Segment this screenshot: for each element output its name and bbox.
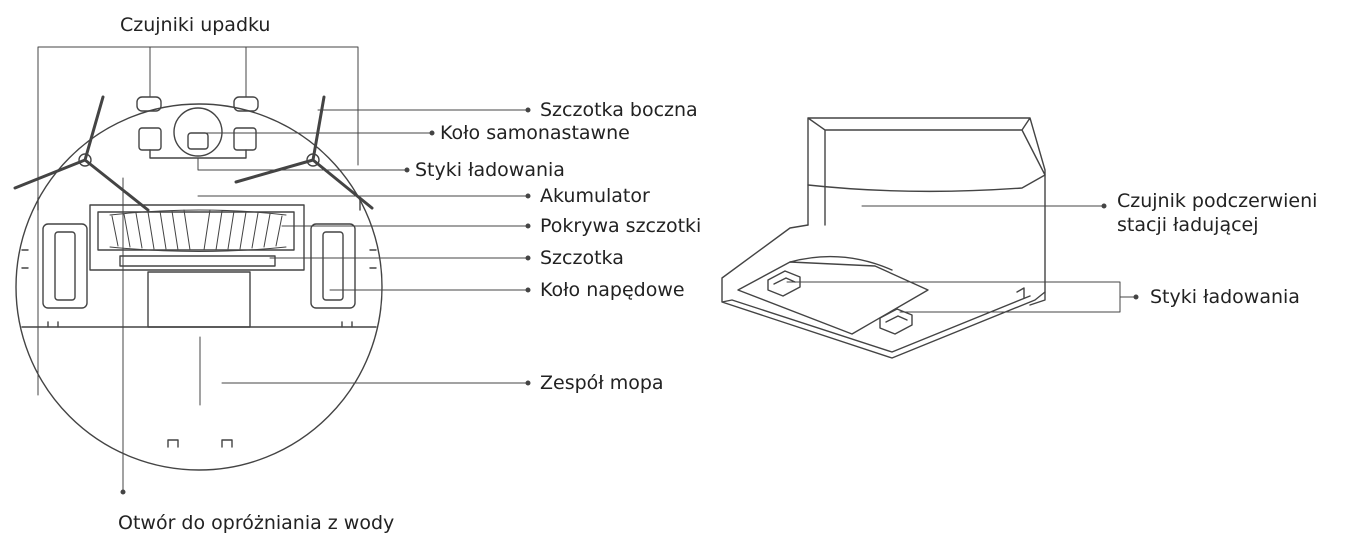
side-brush-left bbox=[13, 95, 150, 212]
label-dock-ir-sensor-line2: stacji ładującej bbox=[1117, 214, 1259, 236]
label-dock-ir-sensor-line1: Czujnik podczerwieni bbox=[1117, 190, 1318, 212]
caster-wheel bbox=[187, 132, 209, 150]
drive-wheel-left bbox=[42, 223, 88, 309]
brush-cover bbox=[89, 204, 305, 271]
label-mop-assembly: Zespół mopa bbox=[540, 372, 664, 394]
side-brush-right bbox=[234, 95, 374, 210]
label-battery: Akumulator bbox=[540, 185, 650, 207]
label-drive-wheel: Koło napędowe bbox=[540, 279, 685, 301]
dock-callouts bbox=[786, 203, 1139, 313]
fall-sensor-right bbox=[233, 96, 259, 112]
charging-contact-right bbox=[233, 127, 257, 151]
main-brush-bristles bbox=[109, 209, 287, 252]
label-caster-wheel: Koło samonastawne bbox=[440, 122, 630, 144]
robot-body-outline bbox=[15, 103, 383, 471]
dock-contact-left bbox=[767, 270, 801, 297]
drive-wheel-right bbox=[310, 223, 356, 309]
charging-dock bbox=[721, 117, 1046, 359]
label-fall-sensors: Czujniki upadku bbox=[120, 14, 271, 36]
label-dock-charging-contacts: Styki ładowania bbox=[1150, 286, 1300, 308]
dock-contact-right bbox=[879, 308, 913, 335]
label-charging-contacts: Styki ładowania bbox=[415, 159, 565, 181]
dock-tower bbox=[807, 117, 1046, 306]
caster-wheel-ring bbox=[173, 107, 223, 157]
charging-contact-left bbox=[138, 127, 162, 151]
robot-bottom-view bbox=[13, 95, 383, 471]
label-side-brush: Szczotka boczna bbox=[540, 99, 698, 121]
robot-callouts bbox=[37, 46, 531, 495]
dock-base bbox=[721, 224, 1046, 359]
label-main-brush: Szczotka bbox=[540, 247, 624, 269]
label-water-drain: Otwór do opróżniania z wody bbox=[118, 512, 395, 534]
label-brush-cover: Pokrywa szczotki bbox=[540, 215, 702, 237]
fall-sensor-left bbox=[136, 96, 162, 112]
